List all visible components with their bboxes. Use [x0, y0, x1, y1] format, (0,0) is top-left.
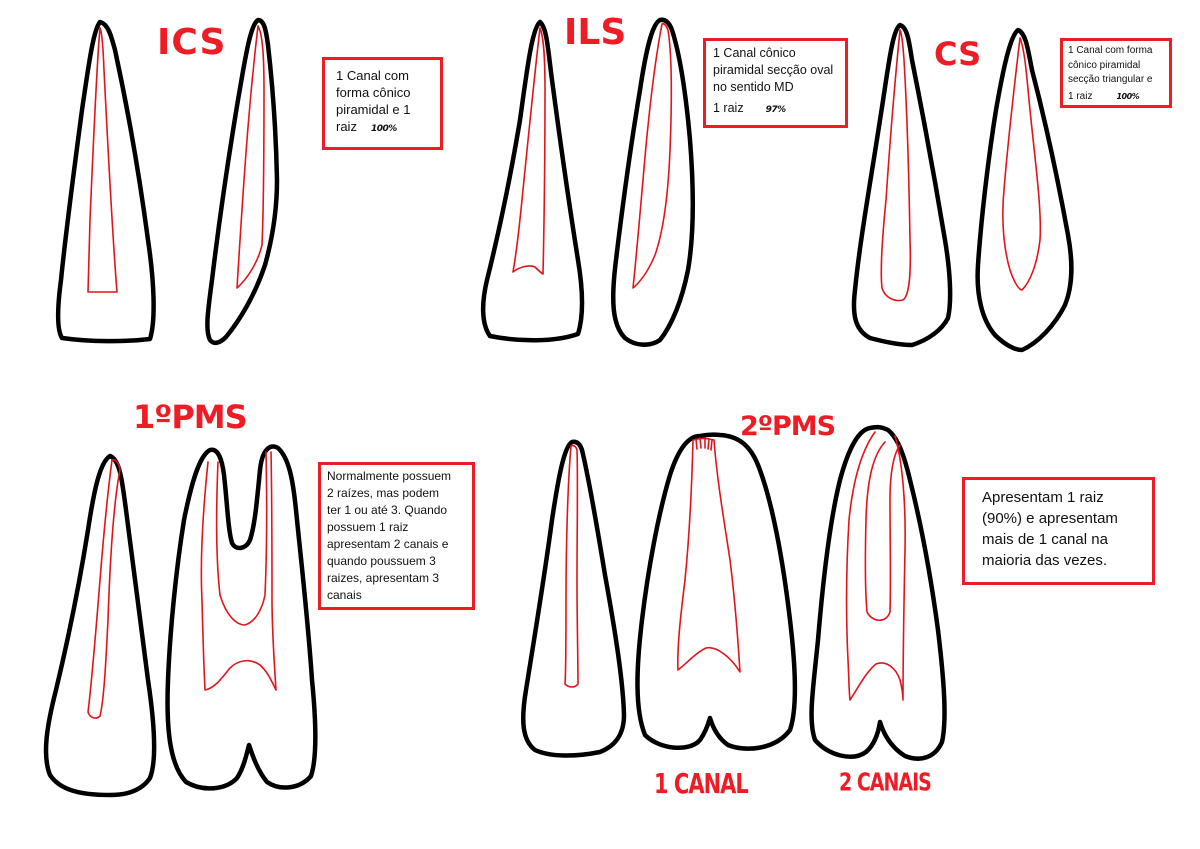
pms2-two-canals-outer — [845, 431, 906, 701]
cs-lateral-tooth — [975, 27, 1074, 353]
note-line: 2 raízes, mas podem — [327, 486, 440, 500]
note-line-last: 1 raiz 97% — [713, 100, 845, 119]
pms2-lateral-root-canal — [564, 444, 579, 688]
cs-frontal-root-canal — [880, 29, 912, 302]
note-line: ter 1 ou até 3. Quando — [327, 503, 448, 517]
ils-lateral-root-canal — [632, 22, 673, 289]
cs-lateral-tooth-outline — [975, 27, 1074, 353]
note-line: 1 Canal com forma — [1068, 45, 1153, 56]
ics-lateral-tooth-outline — [205, 17, 280, 346]
ils-label: ILS — [564, 12, 627, 53]
note-line: mais de 1 canal na — [982, 531, 1108, 548]
ils-note-box: 1 Canal cônico piramidal secção oval no … — [703, 38, 848, 128]
note-line: secção triangular e — [1068, 74, 1153, 85]
ils-frontal-tooth — [480, 19, 585, 343]
one-canal-label: 1 CANAL — [654, 768, 749, 800]
pms1-two-root-canals-outer — [200, 451, 277, 691]
note-line: canais — [327, 588, 362, 602]
ics-frontal-root-canal — [87, 27, 118, 293]
cs-note-box: 1 Canal com forma cônico piramidal secçã… — [1060, 38, 1172, 108]
pms1-lateral-tooth-outline — [43, 453, 157, 798]
ils-frontal-root-canal — [512, 27, 546, 275]
note-line: 1 Canal cônico — [713, 46, 796, 60]
two-canals-label: 2 CANAIS — [839, 768, 932, 797]
pms1-note-box: Normalmente possuem 2 raízes, mas podem … — [318, 462, 475, 610]
percent-note: 97% — [765, 105, 787, 115]
ics-frontal-tooth-outline — [55, 19, 156, 344]
percent-note: 100% — [1116, 91, 1140, 101]
pms1-two-root-tooth — [165, 444, 318, 791]
pms1-lateral-root-canal — [87, 459, 121, 719]
note-line-text: 1 raiz — [713, 101, 744, 115]
ics-lateral-tooth — [205, 17, 280, 346]
note-line: forma cônico — [336, 85, 411, 100]
pms1-label: 1ºPMS — [133, 398, 248, 436]
ics-label: ICS — [157, 22, 227, 63]
note-line: maioria das vezes. — [982, 552, 1108, 569]
note-line-last: raiz 100% — [336, 118, 440, 138]
pms2-label: 2ºPMS — [740, 411, 836, 442]
pms2-lateral-tooth-outline — [520, 439, 627, 758]
note-line: possuem 1 raiz — [327, 520, 409, 534]
pms2-two-canals-divider — [864, 441, 901, 622]
ils-frontal-tooth-outline — [480, 19, 585, 343]
pms2-note-box: Apresentam 1 raiz (90%) e apresentam mai… — [962, 477, 1155, 585]
pms2-one-canal-tooth-outline — [635, 432, 798, 751]
cs-frontal-tooth-outline — [851, 22, 953, 348]
note-line: (90%) e apresentam — [982, 510, 1118, 527]
note-line: 1 Canal com — [336, 68, 409, 83]
ils-lateral-tooth — [611, 17, 696, 347]
cs-lateral-root-canal — [1002, 37, 1042, 291]
pms2-one-canal-root-canal — [677, 437, 741, 673]
note-line: Normalmente possuem — [327, 469, 452, 483]
note-line: quando poussuem 3 — [327, 554, 436, 568]
ics-frontal-tooth — [55, 19, 156, 344]
note-line: Apresentam 1 raiz — [982, 489, 1104, 506]
percent-note: 100% — [370, 124, 397, 134]
cs-label: CS — [934, 35, 982, 73]
cs-frontal-tooth — [851, 22, 953, 348]
note-line-last: 1 raiz 100% — [1068, 90, 1169, 105]
pms2-two-canals-tooth-outline — [809, 424, 947, 761]
pms2-one-canal-apex-marks — [695, 437, 713, 451]
note-line: piramidal secção oval — [713, 63, 834, 77]
pms2-lateral-tooth — [520, 439, 627, 758]
pms1-lateral-tooth — [43, 453, 157, 798]
note-line: apresentam 2 canais e — [327, 537, 449, 551]
note-line: piramidal e 1 — [336, 102, 411, 117]
note-line: cônico piramidal — [1068, 59, 1141, 71]
note-line-text: raiz — [336, 119, 357, 134]
ics-lateral-root-canal — [236, 25, 265, 289]
note-line-text: 1 raiz — [1068, 90, 1093, 102]
pms2-one-canal-tooth — [635, 432, 798, 751]
note-line: no sentido MD — [713, 80, 794, 94]
pms2-two-canals-tooth — [809, 424, 947, 761]
pms1-two-root-tooth-outline — [165, 444, 318, 791]
ics-note-box: 1 Canal com forma cônico piramidal e 1 r… — [322, 57, 443, 150]
note-line: raizes, apresentam 3 — [327, 571, 440, 585]
ils-lateral-tooth-outline — [611, 17, 696, 347]
pms1-two-root-canals-inner — [215, 451, 268, 626]
